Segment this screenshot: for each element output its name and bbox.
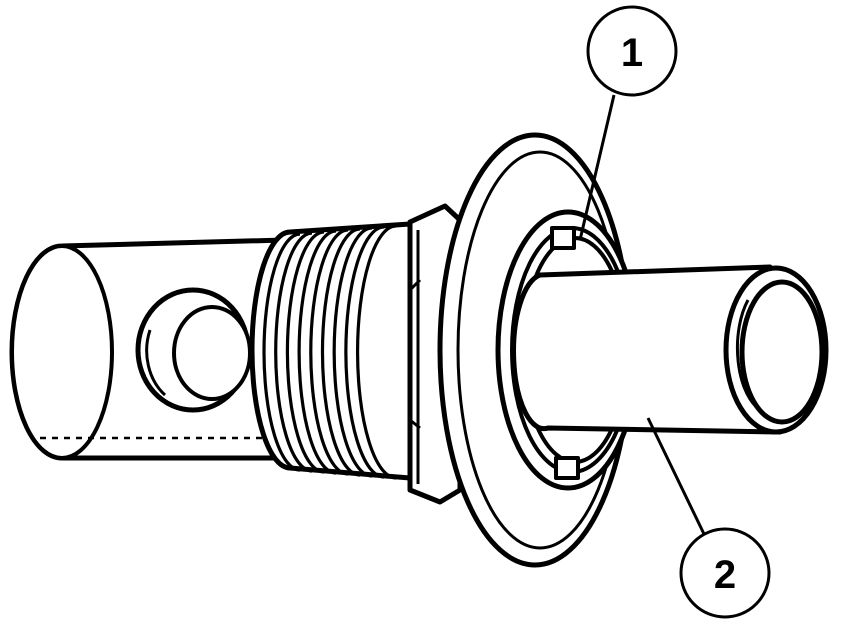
side-port <box>135 287 252 413</box>
callout-1: 1 <box>586 5 678 97</box>
callout-1-leader <box>578 94 616 241</box>
shaft <box>511 264 829 435</box>
callout-2-label: 2 <box>714 553 736 597</box>
threaded-section <box>249 221 413 481</box>
callout-2-leader <box>646 417 706 535</box>
callout-1-label: 1 <box>621 31 643 75</box>
callout-2: 2 <box>679 527 771 619</box>
